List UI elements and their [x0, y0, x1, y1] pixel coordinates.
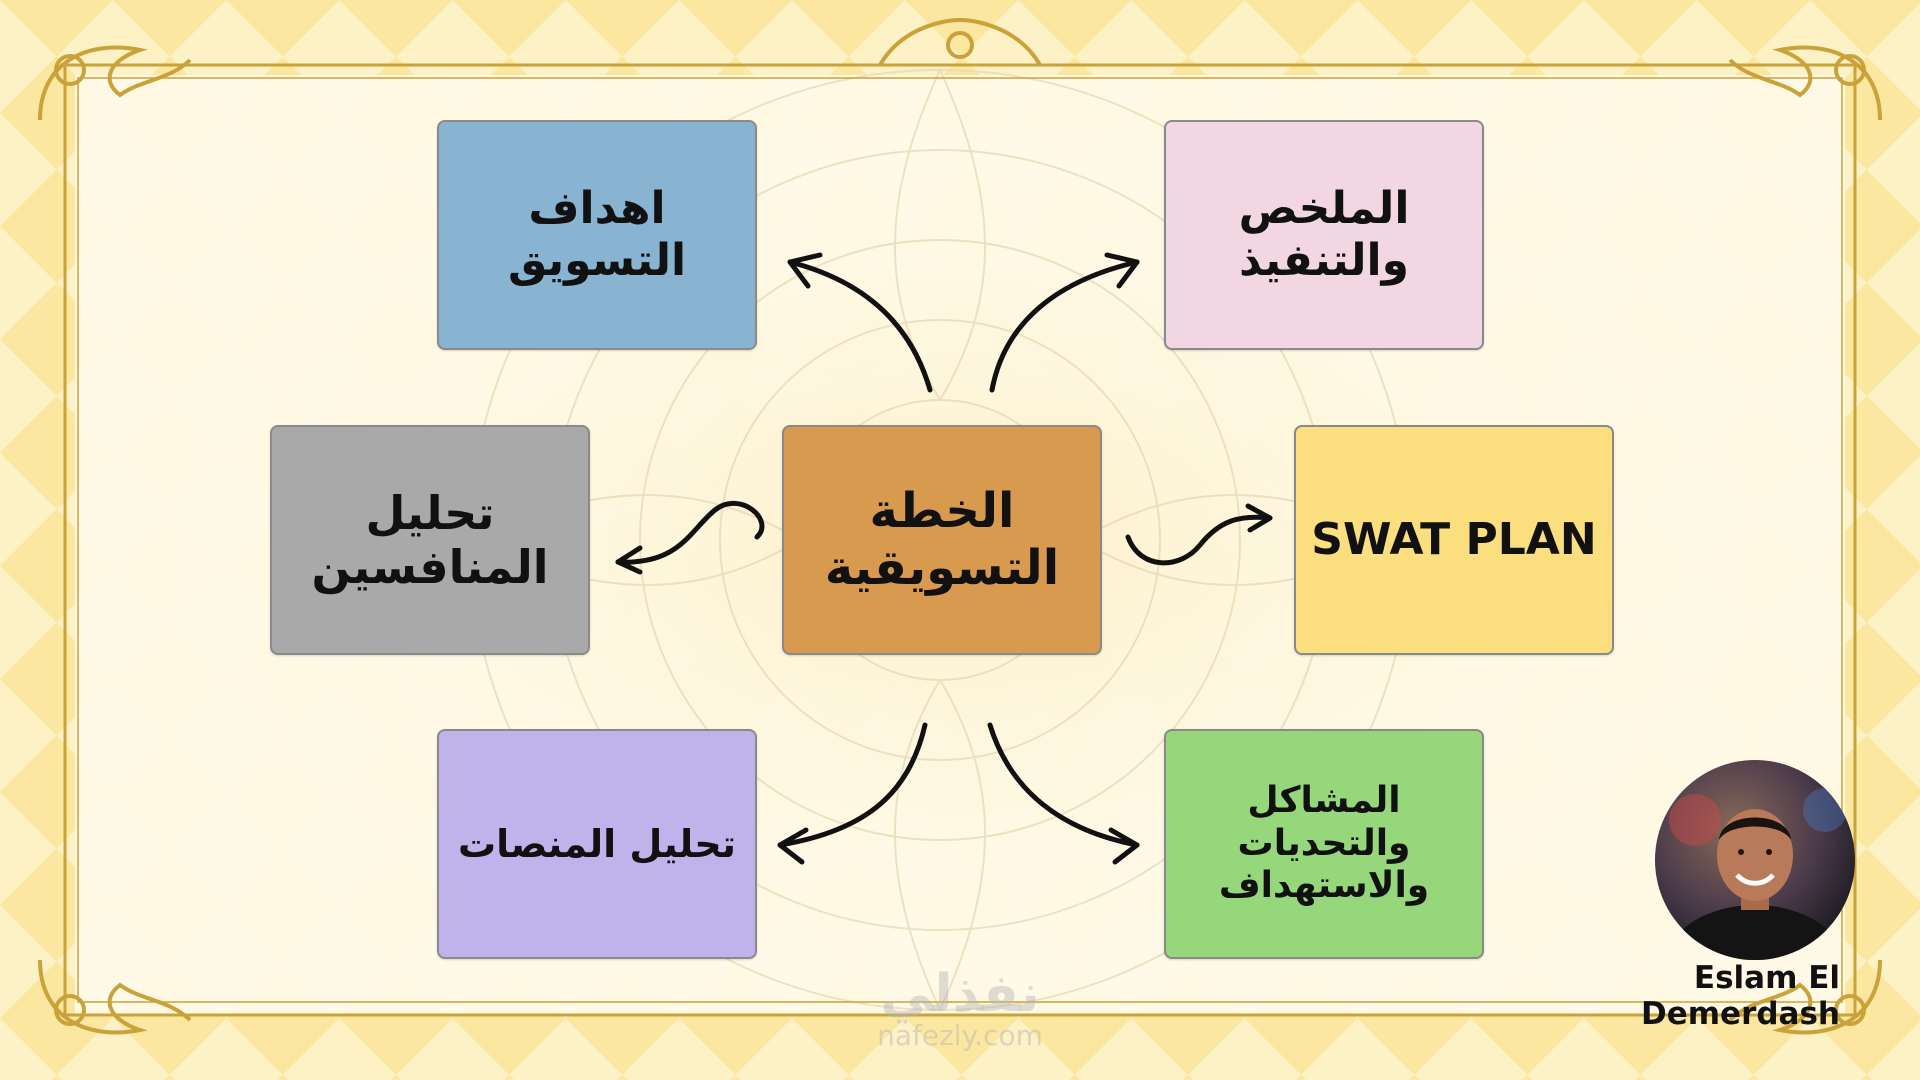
center-label: الخطة التسويقية — [824, 483, 1060, 596]
node-problems-challenges-targeting: المشاكل والتحديات والاستهداف — [1164, 729, 1484, 959]
node-platform-analysis: تحليل المنصات — [437, 729, 757, 959]
node-swat-plan: SWAT PLAN — [1294, 425, 1614, 655]
watermark-arabic: نفذلي — [880, 964, 1040, 1024]
watermark: نفذلي nafezly.com — [850, 968, 1070, 1050]
node-label: اهداف التسويق — [507, 183, 687, 286]
node-label: المشاكل والتحديات والاستهداف — [1218, 780, 1430, 907]
watermark-latin: nafezly.com — [877, 1019, 1043, 1052]
node-summary-execution: الملخص والتنفيذ — [1164, 120, 1484, 350]
node-label: SWAT PLAN — [1311, 514, 1597, 566]
author-avatar — [1655, 760, 1855, 960]
node-label: تحليل المنصات — [458, 821, 737, 866]
node-competitor-analysis: تحليل المنافسين — [270, 425, 590, 655]
node-marketing-goals: اهداف التسويق — [437, 120, 757, 350]
node-center-marketing-plan: الخطة التسويقية — [782, 425, 1102, 655]
node-label: تحليل المنافسين — [311, 485, 549, 594]
author-name: Eslam El Demerdash — [1640, 960, 1840, 1032]
node-label: الملخص والتنفيذ — [1238, 183, 1410, 286]
